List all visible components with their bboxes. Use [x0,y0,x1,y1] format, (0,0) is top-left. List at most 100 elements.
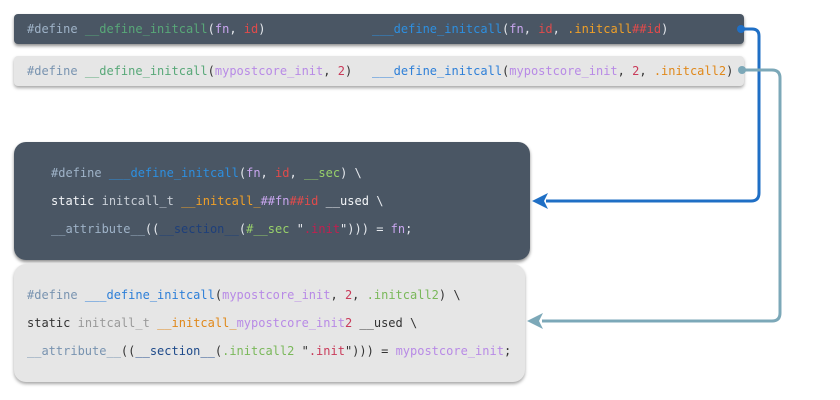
paren-open: ( [207,64,215,78]
paren-open: ( [502,22,510,36]
semicolon: ; [503,344,512,358]
var-prefix: __initcall_ [157,316,237,330]
comma: , [523,22,531,36]
comma: , [330,288,338,302]
arg-function: mypostcore_init [509,64,618,78]
concrete-expansion-box: #define ___define_initcall(mypostcore_in… [14,264,525,382]
comma: , [639,64,647,78]
macro-definition-rhs: ___define_initcall(fn, id, .initcall##id… [372,22,668,36]
assign: = [376,222,384,236]
paren-open: ( [207,22,215,36]
var-function: mypostcore_init [236,316,345,330]
paren-close: ) [344,64,353,78]
arg-level: 2 [337,64,345,78]
arg-fn: fn [509,22,524,36]
concrete-line-static: static initcall_t __initcall_mypostcore_… [27,316,417,330]
arg-function: mypostcore_init [214,64,324,78]
comma: , [260,166,268,180]
line-continuation: \ [410,316,418,330]
paren-close: ) [438,288,447,302]
keyword-section: __section__ [159,222,239,236]
arg-section: .initcall2 [653,64,727,78]
attr-used: __used [325,194,369,208]
paren-open: ( [214,288,223,302]
semicolon: ; [405,222,413,236]
paren-close: ) [661,22,669,36]
paren-open: ( [238,166,247,180]
line-continuation: \ [453,288,461,302]
macro-invocation-rhs: ___define_initcall(mypostcore_init, 2, .… [372,64,733,78]
keyword-static: static [51,194,95,208]
type-initcall: initcall_t [101,194,174,208]
generic-line-define: #define ___define_initcall(fn, id, __sec… [51,166,362,180]
arg-id: id [538,22,553,36]
line-continuation: \ [376,194,384,208]
token-paste-fn: ##fn [260,194,290,208]
paren-close: ) [340,166,348,180]
arrow-line [546,27,761,203]
macro-name: __define_initcall [84,64,208,78]
assign: = [381,344,389,358]
comma: , [352,288,360,302]
paren-open: ( [238,222,247,236]
arg-level: 2 [344,288,353,302]
comma: , [617,64,625,78]
line-continuation: \ [354,166,362,180]
arrow-line [542,68,782,323]
keyword-static: static [27,316,71,330]
param-id: id [243,22,259,36]
token-paste-id: ##id [632,22,662,36]
keyword-define: #define [27,288,78,302]
macro-definition-bar: #define __define_initcall(fn, id) ___def… [14,14,744,44]
stringify-sec: #__sec [246,222,290,236]
arg-section: .initcall2 [366,288,439,302]
param-sec: __sec [303,166,341,180]
token-paste-id: ##id [289,194,319,208]
arrow-head [532,193,548,209]
arg-section-prefix: .initcall [567,22,633,36]
paren-close: ))) [352,344,374,358]
arrow-definition-to-generic [532,25,761,209]
macro-expansion-name: ___define_initcall [372,22,503,36]
section-name: .initcall2 [222,344,295,358]
keyword-define: #define [27,22,78,36]
concrete-line-define: #define ___define_initcall(mypostcore_in… [27,288,461,302]
paren-close: ) [726,64,734,78]
macro-name: ___define_initcall [108,166,239,180]
comma: , [552,22,560,36]
comma: , [323,64,331,78]
macro-invocation-bar: #define __define_initcall(mypostcore_ini… [14,56,744,86]
generic-line-attribute: __attribute__((__section__(#__sec ".init… [51,222,412,236]
var-level: 2 [344,316,353,330]
param-fn: fn [214,22,230,36]
type-initcall: initcall_t [77,316,150,330]
concrete-line-attribute: __attribute__((__section__(.initcall2 ".… [27,344,511,358]
quote: " [301,344,309,358]
paren-open: (( [144,222,160,236]
keyword-section: __section__ [135,344,215,358]
arrow-head [527,313,543,329]
macro-name: __define_initcall [84,22,208,36]
macro-expansion-name: ___define_initcall [372,64,503,78]
generic-line-static: static initcall_t __initcall_##fn##id __… [51,194,383,208]
attr-used: __used [359,316,403,330]
arrow-invocation-to-concrete [527,66,782,329]
arg-level: 2 [632,64,640,78]
value-function: mypostcore_init [395,344,504,358]
paren-open: (( [120,344,136,358]
keyword-attribute: __attribute__ [51,222,145,236]
keyword-attribute: __attribute__ [27,344,121,358]
paren-close: ))) [347,222,369,236]
paren-open: ( [502,64,510,78]
comma: , [229,22,237,36]
generic-expansion-box: #define ___define_initcall(fn, id, __sec… [14,142,530,260]
paren-close: ) [258,22,266,36]
param-fn: fn [246,166,261,180]
var-prefix: __initcall_ [181,194,261,208]
comma: , [289,166,297,180]
arg-function: mypostcore_init [222,288,331,302]
macro-definition-lhs: #define __define_initcall(fn, id) [27,22,265,36]
quote: " [296,222,304,236]
value-fn: fn [390,222,406,236]
